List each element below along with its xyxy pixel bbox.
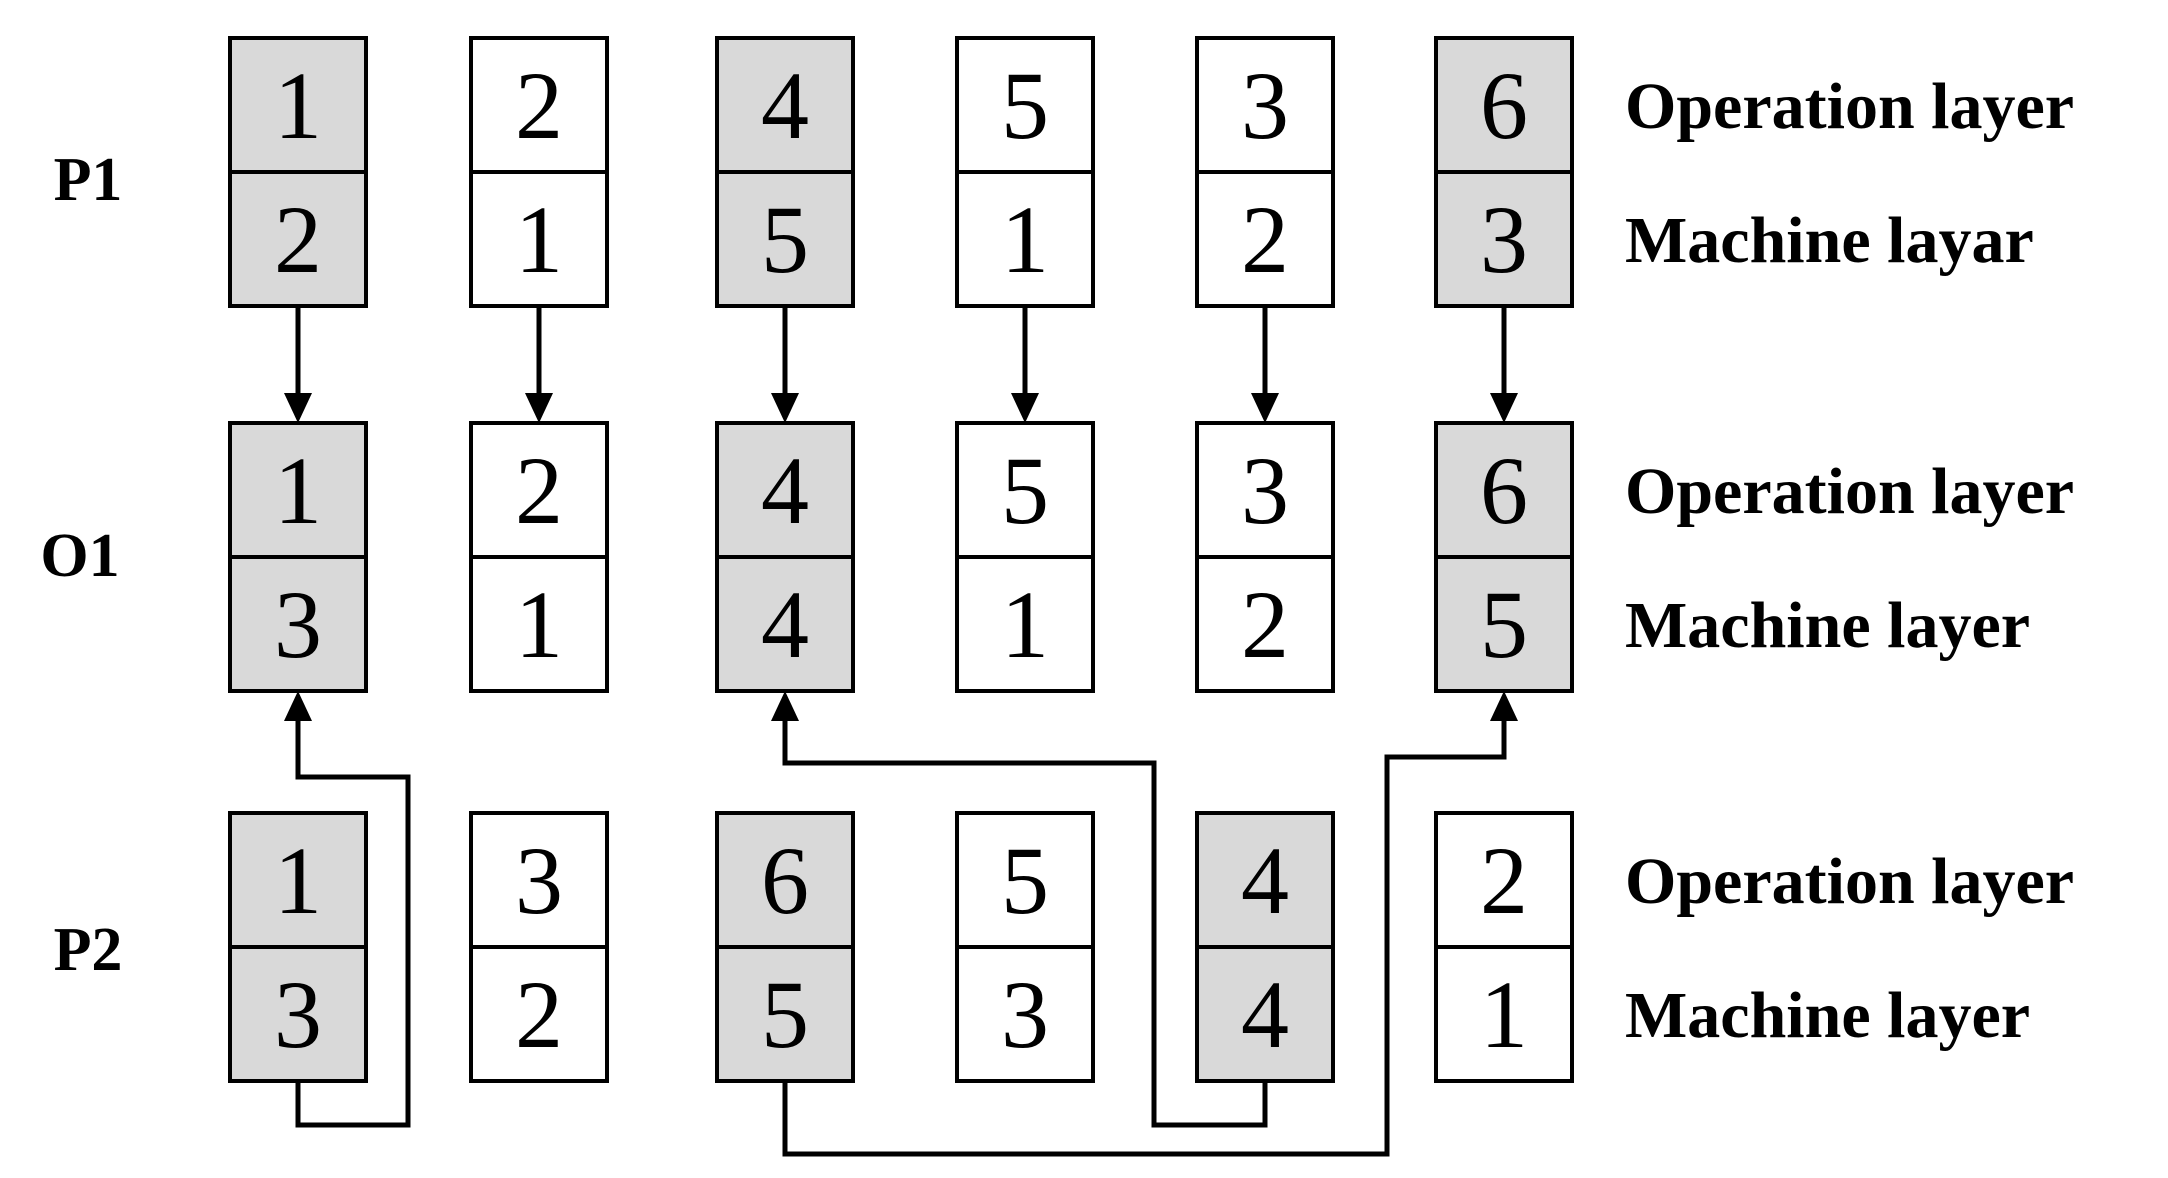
- machine-cell: [1195, 170, 1335, 308]
- machine-value: 1: [1001, 186, 1049, 293]
- operation-value: 5: [1001, 437, 1049, 544]
- machine-layer-label: Machine layer: [1625, 589, 2030, 662]
- machine-value: 1: [1480, 961, 1528, 1068]
- machine-value: 1: [1001, 571, 1049, 678]
- machine-value: 1: [515, 186, 563, 293]
- machine-layer-label: Machine layer: [1625, 979, 2030, 1052]
- operation-value: 4: [761, 437, 809, 544]
- machine-cell: [228, 170, 368, 308]
- p2-to-o1-connector: [782, 719, 1507, 1157]
- operation-value: 3: [1241, 437, 1289, 544]
- arrow-head: [525, 393, 553, 423]
- operation-cell: [228, 36, 368, 174]
- chromosome-label-o1: O1: [40, 522, 119, 590]
- chromosome-label-p2: P2: [54, 916, 123, 984]
- machine-cell: [1195, 555, 1335, 693]
- operation-value: 4: [761, 52, 809, 159]
- machine-value: 3: [274, 961, 322, 1068]
- machine-cell: [228, 555, 368, 693]
- operation-value: 5: [1001, 52, 1049, 159]
- machine-cell: [715, 945, 855, 1083]
- machine-value: 5: [1480, 571, 1528, 678]
- operation-value: 3: [515, 827, 563, 934]
- operation-value: 2: [1480, 827, 1528, 934]
- operation-layer-label: Operation layer: [1625, 70, 2074, 143]
- machine-value: 5: [761, 961, 809, 1068]
- p2-to-o1-connector: [782, 719, 1268, 1128]
- machine-value: 3: [274, 571, 322, 678]
- operation-value: 2: [515, 52, 563, 159]
- machine-cell: [228, 945, 368, 1083]
- machine-cell: [469, 170, 609, 308]
- arrow-head: [1490, 691, 1518, 721]
- p2-to-o1-connector: [295, 719, 411, 1128]
- operation-value: 2: [515, 437, 563, 544]
- operation-cell: [1434, 421, 1574, 559]
- machine-value: 4: [1241, 961, 1289, 1068]
- machine-value: 4: [761, 571, 809, 678]
- machine-cell: [1434, 945, 1574, 1083]
- operation-cell: [715, 811, 855, 949]
- operation-layer-label: Operation layer: [1625, 455, 2074, 528]
- operation-cell: [715, 421, 855, 559]
- arrow-head: [284, 393, 312, 423]
- arrow-head: [1011, 393, 1039, 423]
- machine-cell: [469, 555, 609, 693]
- machine-cell: [955, 945, 1095, 1083]
- operation-cell: [955, 421, 1095, 559]
- machine-value: 2: [515, 961, 563, 1068]
- operation-layer-label: Operation layer: [1625, 845, 2074, 918]
- machine-layer-label: Machine layar: [1625, 204, 2034, 277]
- operation-cell: [1195, 811, 1335, 949]
- operation-value: 1: [274, 437, 322, 544]
- machine-value: 5: [761, 186, 809, 293]
- arrow-head: [771, 691, 799, 721]
- machine-cell: [955, 170, 1095, 308]
- operation-value: 1: [274, 827, 322, 934]
- arrow-head: [284, 691, 312, 721]
- machine-cell: [715, 170, 855, 308]
- machine-cell: [715, 555, 855, 693]
- machine-value: 3: [1001, 961, 1049, 1068]
- operation-value: 6: [1480, 437, 1528, 544]
- operation-cell: [955, 811, 1095, 949]
- operation-value: 6: [1480, 52, 1528, 159]
- operation-value: 6: [761, 827, 809, 934]
- machine-cell: [1434, 555, 1574, 693]
- machine-value: 1: [515, 571, 563, 678]
- arrow-head: [1251, 393, 1279, 423]
- operation-value: 5: [1001, 827, 1049, 934]
- machine-cell: [469, 945, 609, 1083]
- machine-cell: [1434, 170, 1574, 308]
- arrow-head: [1490, 393, 1518, 423]
- machine-value: 2: [1241, 186, 1289, 293]
- operation-cell: [1434, 36, 1574, 174]
- machine-value: 2: [1241, 571, 1289, 678]
- chromosome-label-p1: P1: [54, 146, 123, 214]
- machine-value: 3: [1480, 186, 1528, 293]
- arrow-head: [771, 393, 799, 423]
- operation-value: 1: [274, 52, 322, 159]
- machine-cell: [955, 555, 1095, 693]
- machine-value: 2: [274, 186, 322, 293]
- operation-cell: [469, 811, 609, 949]
- operation-value: 4: [1241, 827, 1289, 934]
- operation-value: 3: [1241, 52, 1289, 159]
